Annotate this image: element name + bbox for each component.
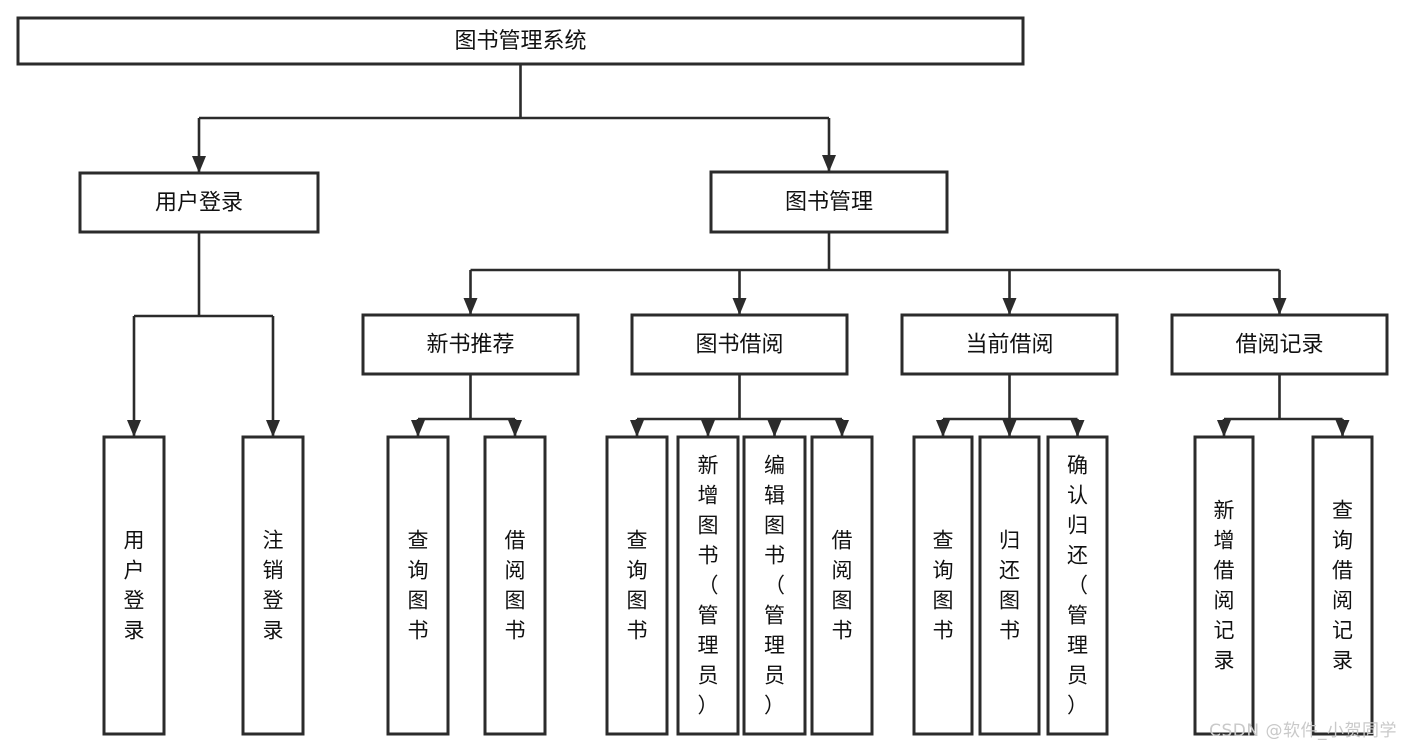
node-label: 借阅记录 bbox=[1235, 333, 1323, 358]
node-leaf-edit-book[interactable]: 编辑图书（管理员） bbox=[742, 435, 807, 736]
node-leaf-borrow-book-new[interactable]: 借阅图书 bbox=[483, 435, 547, 736]
node-label: 图书管理 bbox=[785, 190, 873, 215]
node-layer: 图书管理系统用户登录图书管理新书推荐图书借阅当前借阅借阅记录用户登录注销登录查询… bbox=[16, 16, 1389, 736]
node-label: 新书推荐 bbox=[426, 333, 514, 358]
node-label: 借阅图书 bbox=[832, 529, 853, 643]
node-label: 用户登录 bbox=[124, 529, 145, 643]
node-leaf-add-record[interactable]: 新增借阅记录 bbox=[1193, 435, 1255, 736]
node-label: 查询借阅记录 bbox=[1332, 499, 1353, 673]
node-label: 借阅图书 bbox=[505, 529, 526, 643]
node-leaf-user-login[interactable]: 用户登录 bbox=[102, 435, 166, 736]
node-label: 确认归还（管理员） bbox=[1067, 454, 1088, 718]
node-user-login[interactable]: 用户登录 bbox=[78, 171, 320, 234]
node-leaf-query-book-new[interactable]: 查询图书 bbox=[386, 435, 450, 736]
node-leaf-borrow-book[interactable]: 借阅图书 bbox=[810, 435, 874, 736]
node-label: 图书借阅 bbox=[695, 333, 783, 358]
node-leaf-confirm-return[interactable]: 确认归还（管理员） bbox=[1046, 435, 1109, 736]
node-new-book-recommend[interactable]: 新书推荐 bbox=[361, 313, 580, 376]
node-leaf-query-book-borrow[interactable]: 查询图书 bbox=[605, 435, 669, 736]
node-label: 归还图书 bbox=[999, 529, 1020, 643]
node-label: 编辑图书（管理员） bbox=[764, 454, 785, 718]
node-label: 查询图书 bbox=[627, 529, 648, 643]
node-label: 用户登录 bbox=[155, 191, 243, 216]
node-book-manage[interactable]: 图书管理 bbox=[709, 170, 949, 234]
node-leaf-add-book[interactable]: 新增图书（管理员） bbox=[676, 435, 740, 736]
node-leaf-query-record[interactable]: 查询借阅记录 bbox=[1311, 435, 1374, 736]
node-book-borrow[interactable]: 图书借阅 bbox=[630, 313, 849, 376]
node-current-borrow[interactable]: 当前借阅 bbox=[900, 313, 1119, 376]
node-borrow-record[interactable]: 借阅记录 bbox=[1170, 313, 1389, 376]
node-label: 新增借阅记录 bbox=[1214, 499, 1235, 673]
node-label: 新增图书（管理员） bbox=[698, 454, 719, 718]
node-label: 查询图书 bbox=[408, 529, 429, 643]
node-leaf-user-logout[interactable]: 注销登录 bbox=[241, 435, 305, 736]
node-label: 图书管理系统 bbox=[454, 29, 586, 54]
node-label: 当前借阅 bbox=[965, 333, 1053, 358]
node-leaf-return-book[interactable]: 归还图书 bbox=[978, 435, 1041, 736]
node-label: 注销登录 bbox=[263, 529, 284, 643]
connector-layer bbox=[127, 64, 1350, 437]
node-leaf-query-book-current[interactable]: 查询图书 bbox=[912, 435, 974, 736]
node-root[interactable]: 图书管理系统 bbox=[16, 16, 1025, 66]
node-label: 查询图书 bbox=[933, 529, 954, 643]
